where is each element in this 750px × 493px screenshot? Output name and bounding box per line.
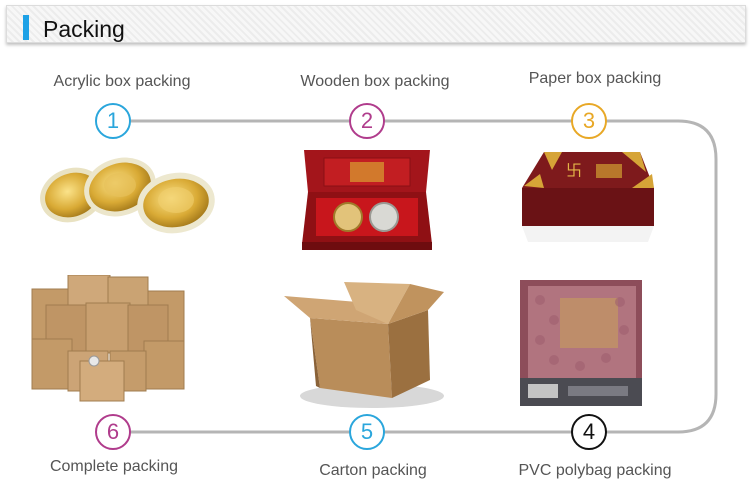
header-accent-bar [23, 15, 29, 40]
acrylic-box-coins-image [40, 157, 215, 234]
carton-box-image [284, 282, 444, 408]
step-3-badge: 3 [571, 103, 607, 139]
step-5-label: Carton packing [319, 462, 427, 479]
pvc-polybag-image [520, 280, 642, 406]
step-2-label: Wooden box packing [300, 73, 450, 90]
step-4-label: PVC polybag packing [518, 462, 672, 479]
step-5-badge: 5 [349, 414, 385, 450]
complete-packing-image [31, 275, 185, 402]
step-2-badge: 2 [349, 103, 385, 139]
step-4-badge: 4 [571, 414, 607, 450]
step-3-label: Paper box packing [528, 70, 662, 87]
svg-text:卐: 卐 [566, 161, 582, 180]
paper-box-image: 卐 [522, 152, 654, 242]
wooden-box-image [302, 150, 432, 250]
step-1-label: Acrylic box packing [53, 73, 191, 90]
step-6-label: Complete packing [49, 458, 179, 475]
page-title: Packing [43, 16, 125, 42]
step-6-badge: 6 [95, 414, 131, 450]
section-header: Packing [6, 5, 746, 43]
step-1-badge: 1 [95, 103, 131, 139]
process-line [113, 119, 718, 434]
